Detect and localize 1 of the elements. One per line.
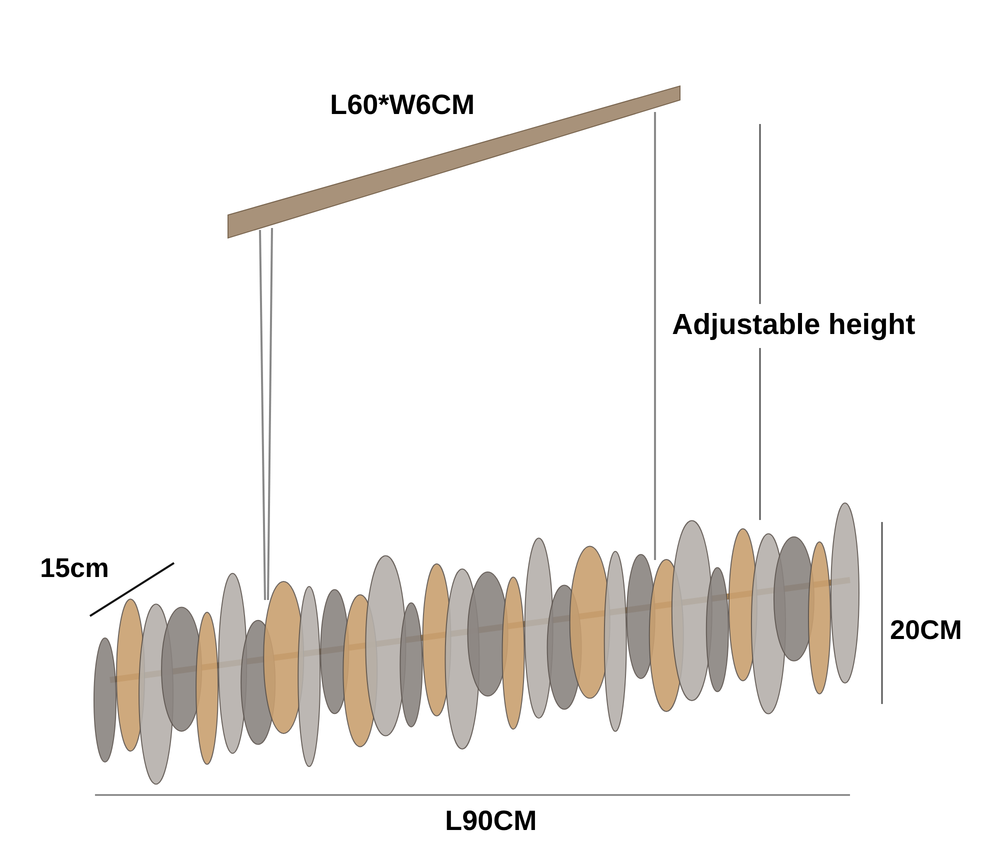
dimension-label: Adjustable height — [672, 304, 916, 348]
